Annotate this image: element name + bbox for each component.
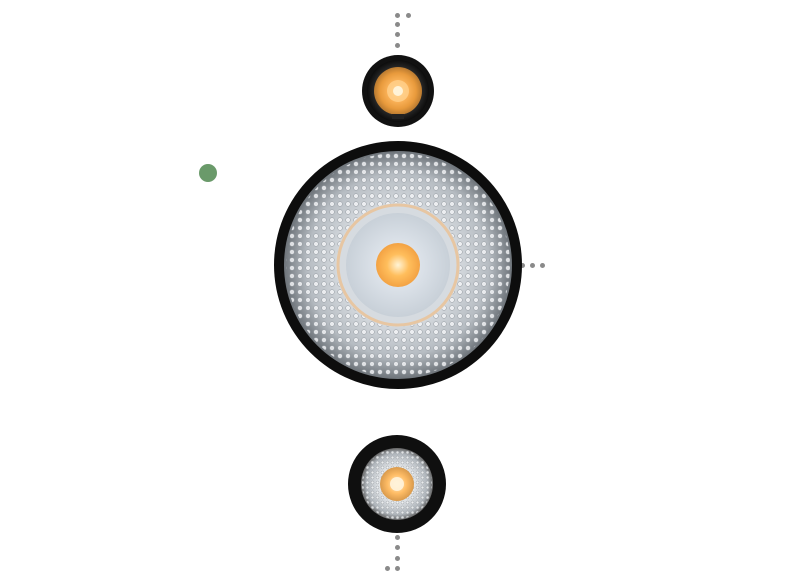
green-marker-dot [199,164,217,182]
